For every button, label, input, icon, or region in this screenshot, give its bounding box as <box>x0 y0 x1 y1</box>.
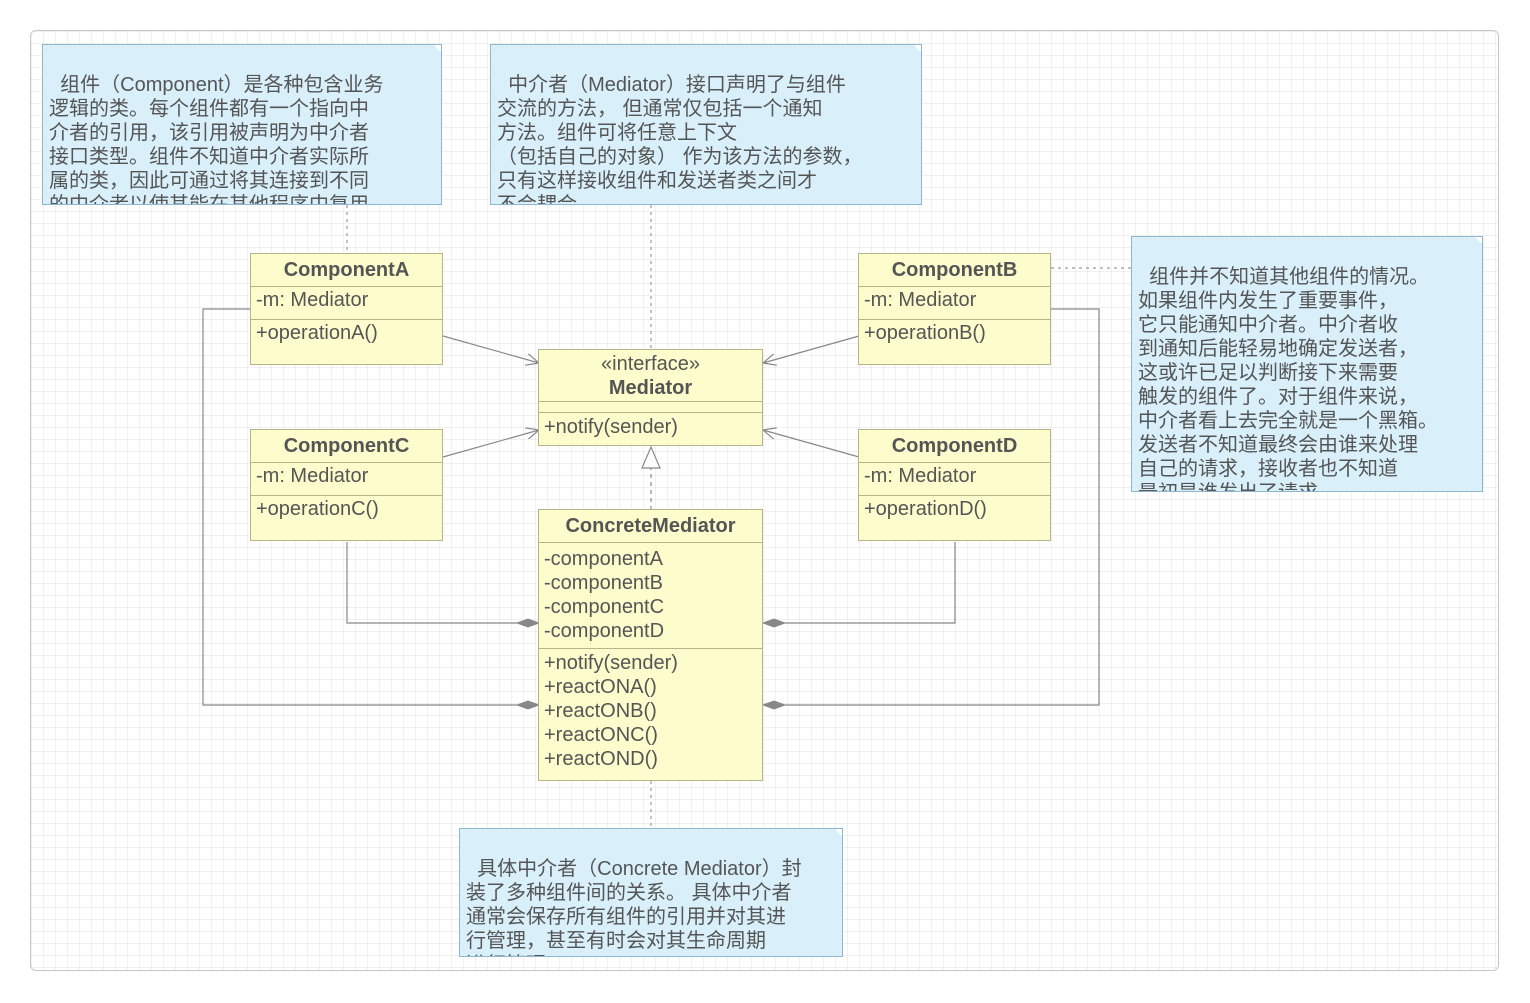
class-name: ComponentD <box>859 430 1050 463</box>
composition-c-diamond <box>515 618 541 628</box>
method-operation-c: +operationC() <box>256 498 379 520</box>
field-m: -m: Mediator <box>256 465 369 487</box>
dependency-a-mediator <box>442 335 539 363</box>
method-notify: +notify(sender) <box>544 652 678 674</box>
note-mediator[interactable]: 中介者（Mediator）接口声明了与组件 交流的方法， 但通常仅包括一个通知 … <box>490 44 922 205</box>
note-fold-corner <box>834 829 842 837</box>
method-notify: +notify(sender) <box>544 416 678 438</box>
composition-a-diamond <box>515 700 541 710</box>
class-component-d[interactable]: ComponentD -m: Mediator +operationD() <box>858 429 1051 541</box>
field-m: -m: Mediator <box>864 465 977 487</box>
dependency-d-mediator <box>763 430 860 458</box>
class-fields: -componentA -componentB -componentC -com… <box>539 543 762 649</box>
method-operation-a: +operationA() <box>256 322 378 344</box>
field-m: -m: Mediator <box>864 289 977 311</box>
class-fields: -m: Mediator <box>859 463 1050 496</box>
class-mediator-interface[interactable]: «interface» Mediator +notify(sender) <box>538 349 763 446</box>
class-methods: +operationA() <box>251 320 442 345</box>
composition-c <box>346 542 517 624</box>
class-name: ConcreteMediator <box>539 510 762 543</box>
class-methods: +operationD() <box>859 496 1050 521</box>
method-react-on-c: +reactONC() <box>544 724 658 746</box>
note-component[interactable]: 组件（Component）是各种包含业务 逻辑的类。每个组件都有一个指向中 介者… <box>42 44 442 205</box>
note-components-unaware[interactable]: 组件并不知道其他组件的情况。 如果组件内发生了重要事件， 它只能通知中介者。中介… <box>1131 236 1483 492</box>
class-component-c[interactable]: ComponentC -m: Mediator +operationC() <box>250 429 443 541</box>
dependency-b-mediator <box>763 335 860 363</box>
note-components-unaware-text: 组件并不知道其他组件的情况。 如果组件内发生了重要事件， 它只能通知中介者。中介… <box>1138 266 1438 491</box>
field-m: -m: Mediator <box>256 289 369 311</box>
note-component-text: 组件（Component）是各种包含业务 逻辑的类。每个组件都有一个指向中 介者… <box>49 74 389 205</box>
class-component-a[interactable]: ComponentA -m: Mediator +operationA() <box>250 253 443 365</box>
class-concrete-mediator[interactable]: ConcreteMediator -componentA -componentB… <box>538 509 763 781</box>
note-fold-corner <box>1474 237 1482 245</box>
class-component-b[interactable]: ComponentB -m: Mediator +operationB() <box>858 253 1051 365</box>
class-fields: -m: Mediator <box>859 287 1050 320</box>
class-methods: +notify(sender) +reactONA() +reactONB() … <box>539 649 762 771</box>
class-name: ComponentC <box>251 430 442 463</box>
composition-d <box>785 542 956 624</box>
class-fields <box>539 402 762 413</box>
class-name: Mediator <box>608 377 693 399</box>
note-mediator-text: 中介者（Mediator）接口声明了与组件 交流的方法， 但通常仅包括一个通知 … <box>497 74 863 205</box>
class-header: «interface» Mediator <box>539 350 762 402</box>
method-operation-d: +operationD() <box>864 498 987 520</box>
class-name: ComponentB <box>859 254 1050 287</box>
composition-d-diamond <box>761 618 787 628</box>
class-name: ComponentA <box>251 254 442 287</box>
note-concrete-mediator-text: 具体中介者（Concrete Mediator）封 装了多种组件间的关系。 具体… <box>466 858 802 956</box>
class-methods: +operationC() <box>251 496 442 521</box>
note-fold-corner <box>433 45 441 53</box>
class-methods: +notify(sender) <box>539 413 762 439</box>
method-react-on-a: +reactONA() <box>544 676 657 698</box>
realization-arrowhead <box>641 445 661 469</box>
class-fields: -m: Mediator <box>251 463 442 496</box>
class-methods: +operationB() <box>859 320 1050 345</box>
field-component-d: -componentD <box>544 620 665 642</box>
dependency-c-mediator <box>442 430 539 458</box>
field-component-c: -componentC <box>544 596 665 618</box>
stereotype-label: «interface» <box>601 353 700 375</box>
note-concrete-mediator[interactable]: 具体中介者（Concrete Mediator）封 装了多种组件间的关系。 具体… <box>459 828 843 957</box>
field-component-b: -componentB <box>544 572 663 594</box>
class-fields: -m: Mediator <box>251 287 442 320</box>
method-react-on-d: +reactOND() <box>544 748 658 770</box>
composition-b <box>785 308 1100 706</box>
field-component-a: -componentA <box>544 548 663 570</box>
composition-b-diamond <box>761 700 787 710</box>
method-operation-b: +operationB() <box>864 322 986 344</box>
note-fold-corner <box>913 45 921 53</box>
method-react-on-b: +reactONB() <box>544 700 657 722</box>
composition-a <box>202 308 517 706</box>
